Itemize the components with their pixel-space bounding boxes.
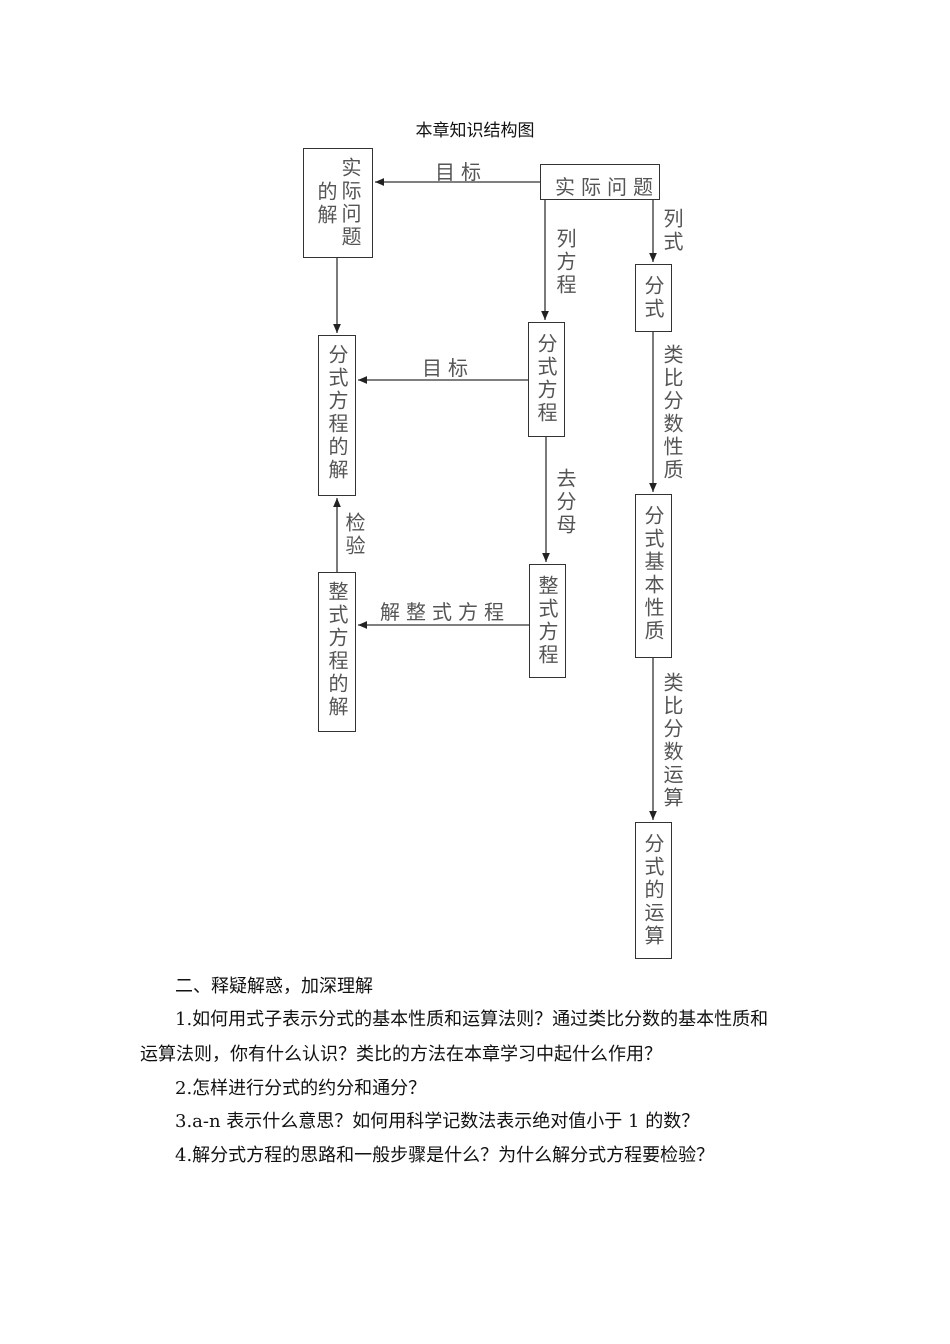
node-integral-eq-solution: 整式方程的解 [318, 572, 356, 732]
node-fraction-operations: 分式的运算 [635, 822, 672, 959]
edge-label-remove-denominator: 去分母 [553, 468, 577, 537]
node-practical-solution-col2: 的解 [314, 181, 338, 227]
edge-label-solve-integral-eq: 解整式方程 [380, 600, 510, 624]
node-fraction-basic-property: 分式基本性质 [635, 494, 672, 658]
node-practical-problem: 实际问题 [540, 164, 660, 200]
node-fraction: 分式 [635, 264, 672, 332]
node-fractional-eq-label: 分式方程 [534, 333, 558, 425]
diagram-connectors [333, 178, 657, 820]
diagram-title: 本章知识结构图 [415, 121, 535, 141]
node-integral-eq-solution-label: 整式方程的解 [325, 581, 349, 719]
edge-label-set-equation: 列方程 [553, 228, 577, 297]
node-integral-eq-label: 整式方程 [535, 575, 559, 667]
node-fraction-operations-label: 分式的运算 [641, 833, 665, 948]
node-integral-eq: 整式方程 [529, 564, 566, 678]
node-fractional-eq: 分式方程 [528, 322, 565, 437]
edge-label-goal-middle: 目标 [422, 356, 474, 380]
edge-label-verify: 检验 [342, 512, 366, 558]
node-fraction-label: 分式 [641, 275, 665, 321]
node-fractional-eq-solution-label: 分式方程的解 [325, 344, 349, 482]
question-1-line-1: 1.如何用式子表示分式的基本性质和运算法则？通过类比分数的基本性质和 [175, 1009, 769, 1030]
node-practical-solution-col1: 实际问题 [338, 157, 362, 249]
node-fraction-basic-property-label: 分式基本性质 [641, 505, 665, 643]
node-fractional-eq-solution: 分式方程的解 [318, 335, 356, 496]
question-3: 3.a-n 表示什么意思？如何用科学记数法表示绝对值小于 1 的数？ [175, 1111, 700, 1132]
question-1-line-2: 运算法则，你有什么认识？类比的方法在本章学习中起什么作用？ [140, 1044, 662, 1065]
node-practical-problem-label: 实际问题 [555, 175, 659, 199]
edge-label-goal-top: 目标 [435, 160, 487, 184]
edge-label-set-expression: 列式 [660, 208, 684, 254]
edge-label-analogy-property: 类比分数性质 [660, 344, 684, 482]
node-practical-solution: 实际问题 的解 [303, 148, 373, 258]
question-2: 2.怎样进行分式的约分和通分？ [175, 1078, 427, 1099]
question-4: 4.解分式方程的思路和一般步骤是什么？为什么解分式方程要检验？ [175, 1145, 715, 1166]
section-heading: 二、释疑解惑，加深理解 [175, 976, 373, 997]
edge-label-analogy-operation: 类比分数运算 [660, 672, 684, 810]
